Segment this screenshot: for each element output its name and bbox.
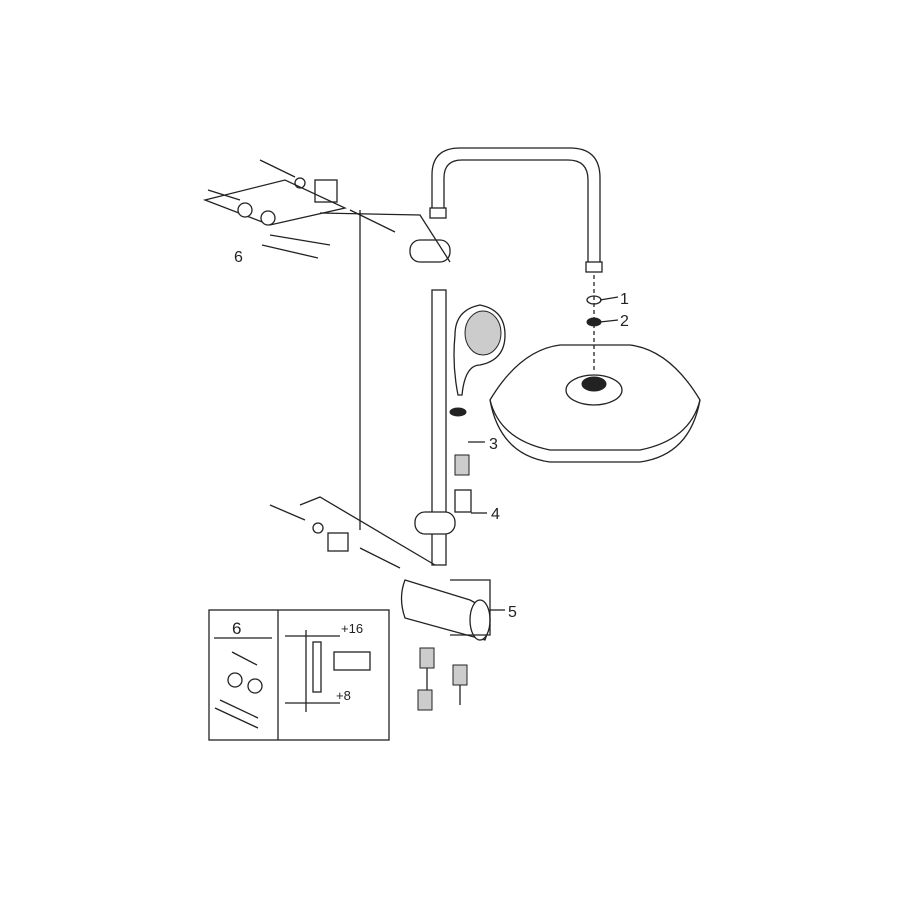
callout-6: 6 <box>234 249 243 266</box>
inset-part-number: 6 <box>232 619 241 638</box>
callout-4: 4 <box>491 506 500 523</box>
dimension-top: +16 <box>341 621 363 636</box>
hand-shower <box>449 304 506 476</box>
thermostat <box>400 579 491 711</box>
callout-1: 1 <box>620 291 629 308</box>
callout-3: 3 <box>489 436 498 453</box>
shower-arm <box>429 147 603 273</box>
wall-fittings-top <box>202 159 451 530</box>
callout-leaders <box>450 296 619 636</box>
wall-fittings-bottom <box>269 496 436 569</box>
head-shower <box>489 275 701 463</box>
callout-2: 2 <box>620 313 629 330</box>
callout-5: 5 <box>508 604 517 621</box>
riser-rail <box>409 239 472 566</box>
dimension-bottom: +8 <box>336 688 351 703</box>
installation-inset <box>208 609 390 741</box>
